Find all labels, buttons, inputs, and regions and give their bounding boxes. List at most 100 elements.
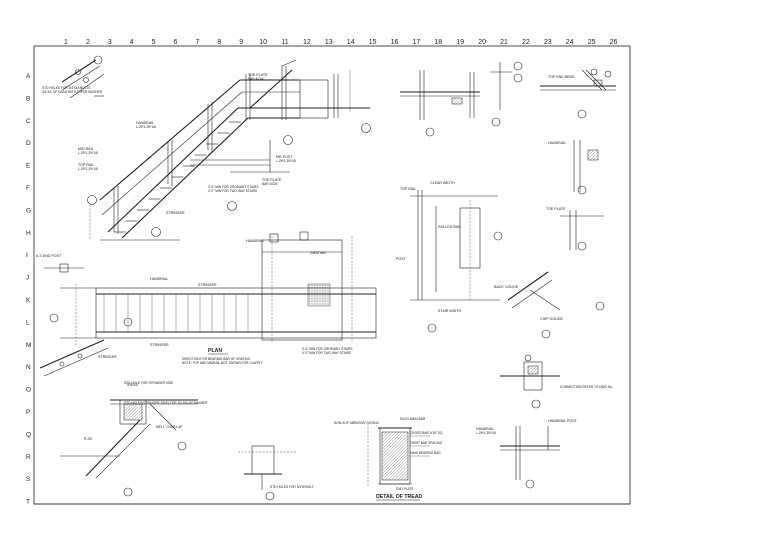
detail-top-right: TOP KNK BEND	[540, 68, 616, 119]
label-mid-rail: MID RAIL	[78, 147, 94, 151]
tread-main-bearing: MAIN BEARING BAR	[410, 451, 441, 455]
grid-row-label: Q	[26, 431, 31, 438]
grid-col-label: 9	[239, 39, 243, 46]
plan-label-end-post: A.S END POST	[36, 254, 62, 258]
grid-row-label: O	[26, 387, 31, 394]
grid-col-label: 12	[303, 39, 311, 46]
grid-row-label: A	[26, 73, 31, 80]
tread-nonslip: NON-SLIP ABRASIVE NOSING	[334, 421, 380, 425]
label-top-rail: TOP RAIL	[78, 163, 94, 167]
label-rolled-bar: ROLLED BAR	[438, 225, 461, 229]
label-stair-width: STAIR WIDTH	[438, 309, 461, 313]
grid-col-label: 20	[478, 39, 486, 46]
grid-col-label: 1	[64, 39, 68, 46]
detail-handrail-post: HANDRAIL POST HANDRAIL L-25*1-25*1/8	[476, 419, 578, 489]
label-min-lap: MIN 1" OVER LAP	[156, 425, 182, 429]
label-toe-plate-right: TOE PLATE	[546, 207, 566, 211]
grid-col-label: 3	[108, 39, 112, 46]
label-clear-width: CLEAR WIDTH	[430, 181, 455, 185]
label-min-note2: 4'-0" MIN FOR TWO-WAY STAIRS	[208, 189, 257, 193]
stair-plan: PLAN DIRECTION FOR BEARING BAR OF GRATIN…	[36, 231, 377, 365]
plan-note1: DIRECTION FOR BEARING BAR OF GRATING	[182, 357, 251, 361]
plan-label-handrail-top: HANDRAIL	[246, 239, 264, 243]
grid-col-label: 5	[152, 39, 156, 46]
label-handrail-bottom-size: L-25*1-25*1/8	[476, 431, 496, 435]
plan-label-stringer: STRINGER	[198, 283, 217, 287]
detail-of-tread: DETAIL OF TREAD NON-SLIP ABRASIVE NOSING…	[334, 417, 443, 501]
detail-right-handrail: HANDRAIL TOE PLATE	[546, 140, 604, 251]
label-hole-note2: STD HOLES(STRINGER SIDE) FOR 3/4 DIA W/ …	[124, 401, 208, 405]
grid-col-label: 21	[500, 39, 508, 46]
label-mr-post-size: L-25*1-25*1/8	[276, 159, 296, 163]
tread-end-plate: END PLATE	[396, 487, 413, 491]
label-connection-stringer: STRINGER	[98, 355, 117, 359]
grid-row-label: L	[26, 319, 30, 326]
grid-col-label: 18	[434, 39, 442, 46]
label-handrail-size: L-25*1-25*1/8	[136, 125, 156, 129]
label-bolt-note: STD HOLES FOR 3/4"DIA BOLTS	[42, 86, 90, 90]
label-handrail: HANDRAIL	[136, 121, 154, 125]
label-stringer: STRINGER	[166, 211, 185, 215]
label-top-kink-bend: TOP KNK BEND	[548, 75, 575, 79]
grid-row-label: P	[26, 409, 30, 416]
detail-right-section: TOP RAIL CLEAR WIDTH ROLLED BAR POST STA…	[396, 181, 503, 333]
label-post: POST	[396, 257, 407, 261]
sheet-border	[33, 45, 631, 505]
grid-col-label: 25	[588, 39, 596, 46]
grid-row-label: N	[26, 364, 31, 371]
detail-upper-right	[400, 61, 523, 137]
label-toe-plate-top: TOE PLATE	[248, 73, 268, 77]
grid-col-label: 24	[566, 39, 574, 46]
label-hole-note1: STD HOLE FOR STRINGER SIDE	[124, 381, 173, 385]
label-top-rail-size: L-25*1-25*1/8	[78, 167, 98, 171]
grid-row-label: F	[26, 185, 30, 192]
grid-row-label: G	[26, 207, 31, 214]
grid-col-label: 22	[522, 39, 530, 46]
grid-row-label: H	[26, 230, 31, 237]
plan-width-note: 3'-6" MIN FOR ORDINARY STAIRS	[302, 347, 352, 351]
tread-cross-bar: CROSS BAR 3/16" SQ	[410, 431, 443, 435]
grid-col-label: 6	[174, 39, 178, 46]
plan-title: PLAN	[208, 348, 222, 354]
label-connection-note: CONNECTION REFER TO DWG No.	[560, 385, 613, 389]
grid-row-label: J	[26, 275, 29, 282]
detail-top-left	[61, 55, 105, 99]
grid-row-label: B	[26, 95, 30, 102]
label-handrail-post: HANDRAIL POST	[548, 419, 578, 423]
label-handrail-bottom: HANDRAIL	[476, 427, 494, 431]
grid-row-label: K	[26, 297, 31, 304]
grid-col-label: 16	[391, 39, 399, 46]
grid-col-label: 14	[347, 39, 355, 46]
label-handrail-right: HANDRAIL	[548, 141, 566, 145]
plan-label-stringer-low: STRINGER	[150, 343, 169, 347]
label-back-gouge: BACK GOUGE	[494, 285, 519, 289]
grid-row-label: M	[26, 342, 31, 349]
grid-col-label: 13	[325, 39, 333, 46]
detail-stringer-connection: STRINGER STD HOLE FOR STRINGER SIDE STD …	[39, 339, 208, 497]
grid-col-label: 11	[281, 39, 288, 46]
grid-col-label: 23	[544, 39, 552, 46]
label-std-holes: STD HOLES FOR 3/4"Ø BOLT	[270, 485, 314, 489]
detail-small-bracket: STD HOLES FOR 3/4"Ø BOLT	[238, 445, 314, 501]
label-min-note: 3'-6" MIN FOR ORDINARY STAIRS	[208, 185, 258, 189]
grid-col-label: 4	[130, 39, 134, 46]
grid-col-label: 17	[413, 39, 421, 46]
plan-note2: NOTE: TOP AND MIDRAIL NOT SHOWN FOR CLAR…	[182, 361, 264, 365]
label-mid-rail-size: L-25*1-25*1/8	[78, 151, 98, 155]
grid-col-label: 10	[259, 39, 267, 46]
grid-row-label: I	[26, 252, 28, 259]
label-top-rail-right: TOP RAIL	[400, 187, 416, 191]
label-r-note: R-35	[84, 437, 92, 441]
tread-twist: TWIST BAR SPACING	[410, 441, 443, 445]
grid-col-label: 15	[369, 39, 377, 46]
grid-row-label: E	[26, 163, 31, 170]
label-toe-plate-low: TOE PLATE	[262, 178, 282, 182]
label-bar-top: BAR 4x3/4"	[248, 77, 264, 81]
tread-title: DETAIL OF TREAD	[376, 494, 422, 500]
grid-row-label: S	[26, 476, 31, 483]
grid-row-label: R	[26, 454, 31, 461]
grid-row-label: T	[26, 499, 30, 506]
